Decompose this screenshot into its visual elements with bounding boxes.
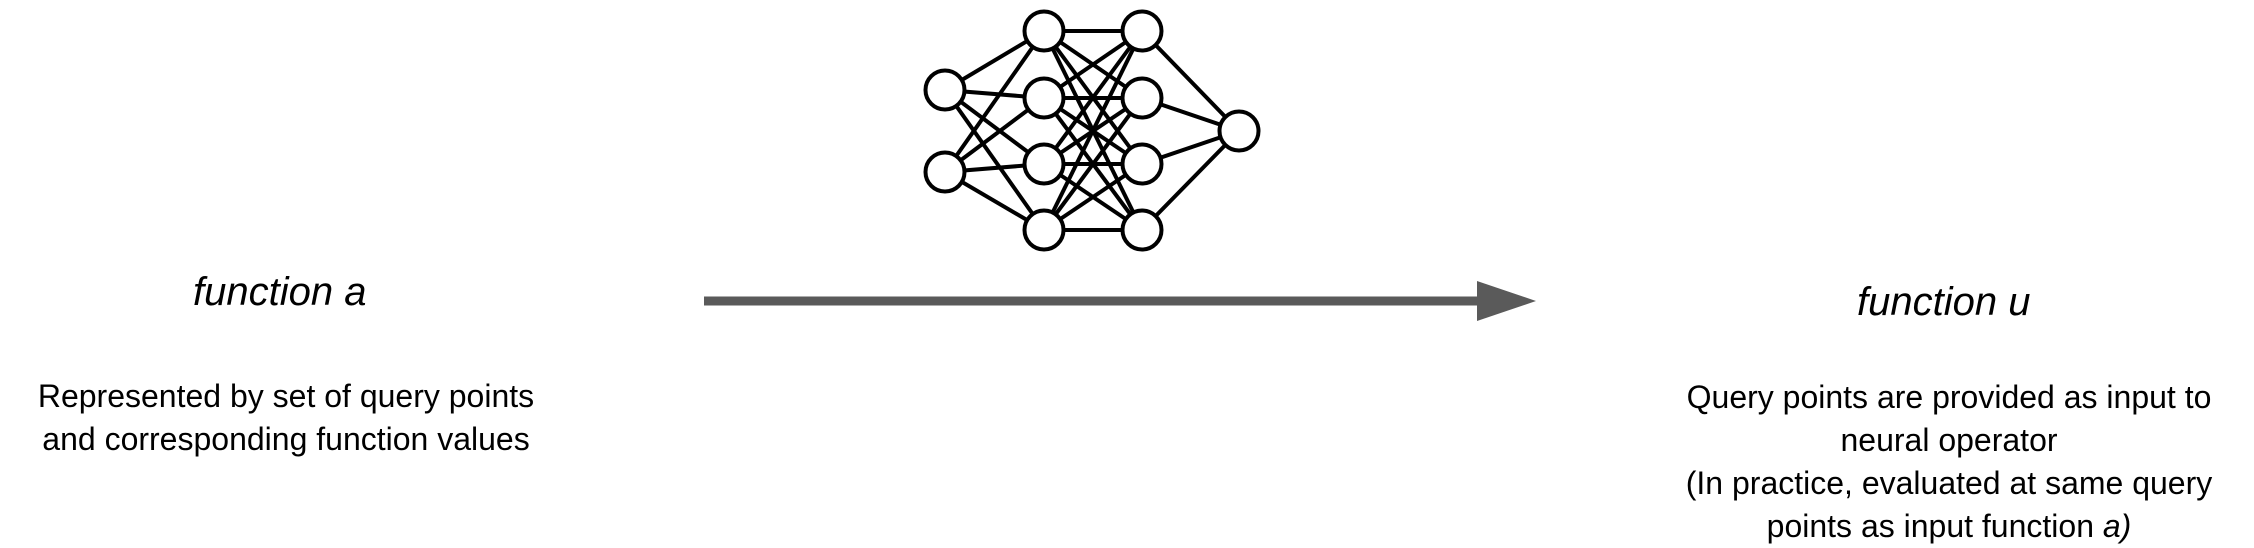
output-desc-line-1: Query points are provided as input to [1686, 379, 2212, 415]
arrow-head [1477, 281, 1536, 321]
neuron-layer1-1 [1022, 76, 1066, 120]
neuron-layer0-0 [923, 68, 967, 112]
output-desc-italic-a: a) [2102, 508, 2132, 544]
output-desc-line-2: neural operator [1840, 422, 2058, 458]
output-desc-line-4: points as input function a) [1644, 505, 2254, 548]
edge-l1-3-0 [1042, 30, 1144, 231]
edge-l0-1-0 [943, 29, 1046, 174]
neuron-layer3-0 [1217, 109, 1261, 153]
output-function-title: function u [1857, 280, 2031, 324]
input-desc-line-2: and corresponding function values [42, 421, 530, 457]
edge-l2-0-0 [1140, 29, 1241, 133]
neuron-layer1-3 [1022, 208, 1066, 252]
neuron-layer2-1 [1120, 76, 1164, 120]
network-nodes [923, 9, 1261, 252]
neuron-layer1-0 [1022, 9, 1066, 53]
output-desc-line-4-text: points as input function [1766, 508, 2103, 544]
edge-l1-2-0 [1042, 29, 1144, 166]
network-edges [943, 29, 1241, 232]
edge-l2-3-0 [1140, 129, 1241, 232]
input-function-description: Represented by set of query points and c… [0, 375, 572, 461]
edge-l1-3-1 [1042, 96, 1144, 232]
input-function-title: function a [193, 270, 367, 314]
edge-l0-0-3 [943, 88, 1046, 232]
neuron-layer2-2 [1120, 142, 1164, 186]
output-function-description: Query points are provided as input to ne… [1644, 376, 2254, 548]
neuron-layer2-3 [1120, 208, 1164, 252]
mapping-arrow [704, 281, 1536, 321]
neuron-layer1-2 [1022, 142, 1066, 186]
output-desc-line-3: (In practice, evaluated at same query [1685, 465, 2213, 501]
neuron-layer0-1 [923, 150, 967, 194]
input-desc-line-1: Represented by set of query points [37, 378, 535, 414]
neuron-layer2-0 [1120, 9, 1164, 53]
